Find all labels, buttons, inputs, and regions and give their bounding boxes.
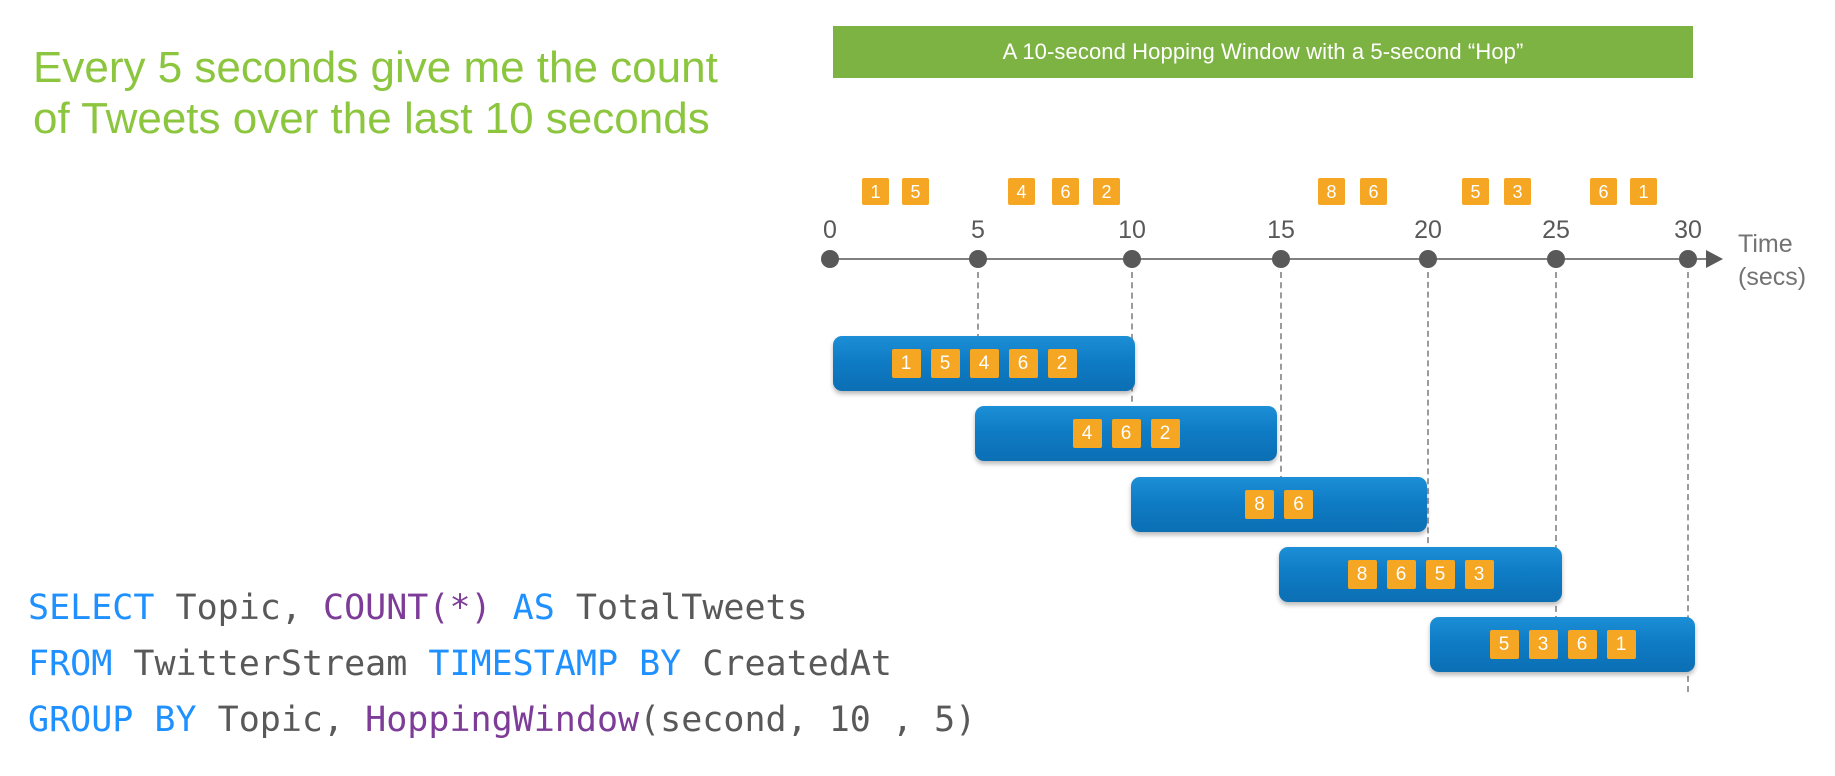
window-tweet-chip: 3 [1528,630,1558,659]
window-tweet-chip: 8 [1347,560,1377,589]
window-tweet-chip: 6 [1008,349,1038,378]
window-guide-line [977,272,979,340]
tweet-chip: 1 [1630,178,1657,205]
axis-tick-dot [1547,250,1565,268]
axis-tick-label: 10 [1118,216,1146,244]
tweet-chip: 2 [1093,178,1120,205]
axis-tick-dot [1419,250,1437,268]
window-tweet-chip: 6 [1386,560,1416,589]
window-tweet-chip: 6 [1111,419,1141,448]
axis-tick-dot [969,250,987,268]
sql-token: TotalTweets [554,588,808,628]
sql-token: HoppingWindow [365,700,640,740]
axis-tick-dot [1272,250,1290,268]
window-tweet-chip: 3 [1464,560,1494,589]
sql-token [492,588,513,628]
window-tweet-chip: 2 [1047,349,1077,378]
window-tweet-chip: 5 [1489,630,1519,659]
time-axis-caption: Time (secs) [1738,228,1806,294]
tweet-chip: 6 [1360,178,1387,205]
axis-tick-label: 20 [1414,216,1442,244]
sql-token: GROUP BY [28,700,197,740]
sql-line: FROM TwitterStream TIMESTAMP BY CreatedA… [28,636,976,692]
tweet-chip: 5 [1462,178,1489,205]
axis-tick-dot [1123,250,1141,268]
axis-tick-label: 25 [1542,216,1570,244]
axis-tick-label: 30 [1674,216,1702,244]
window-tweet-chip: 5 [1425,560,1455,589]
axis-tick-label: 15 [1267,216,1295,244]
sql-line: SELECT Topic, COUNT(*) AS TotalTweets [28,580,976,636]
window-guide-line [1427,272,1429,553]
window-tweet-chip: 2 [1150,419,1180,448]
tweet-chip: 6 [1052,178,1079,205]
tweet-chip: 6 [1590,178,1617,205]
axis-tick-label: 5 [971,216,985,244]
axis-label-unit: (secs) [1738,263,1807,291]
sql-line: GROUP BY Topic, HoppingWindow(second, 10… [28,692,976,748]
window-guide-line [1280,272,1282,482]
axis-tick-label: 0 [823,216,837,244]
window-tweet-chip: 4 [1072,419,1102,448]
axis-tick-dot [821,250,839,268]
page-title: Every 5 seconds give me the count of Twe… [33,43,731,143]
sql-token: AS [512,588,555,628]
window-tweet-chip: 1 [1606,630,1636,659]
tweet-chip: 4 [1008,178,1035,205]
sql-token: Topic, [154,588,324,628]
tweet-chip: 5 [902,178,929,205]
tweet-chip: 3 [1504,178,1531,205]
window-guide-line [1555,272,1557,622]
tweet-chip: 8 [1318,178,1345,205]
window-tweet-chip: 6 [1284,490,1313,519]
window-tweet-chip: 8 [1245,490,1274,519]
sql-token: FROM [28,644,113,684]
time-axis-line [828,258,1708,260]
sql-token: CreatedAt [681,644,892,684]
sql-token: Topic, [196,700,366,740]
window-guide-line [1687,272,1689,692]
diagram-title-banner: A 10-second Hopping Window with a 5-seco… [833,26,1693,78]
window-tweet-chip: 5 [930,349,960,378]
sql-token: SELECT [28,588,155,628]
axis-label-time: Time [1738,230,1793,258]
banner-label: A 10-second Hopping Window with a 5-seco… [1002,39,1524,64]
tweet-chip: 1 [862,178,889,205]
time-axis-arrow-icon [1706,250,1723,268]
window-tweet-chip: 6 [1567,630,1597,659]
sql-token: TIMESTAMP BY [428,644,682,684]
sql-token: TwitterStream [112,644,429,684]
window-tweet-chip: 4 [969,349,999,378]
window-tweet-chip: 1 [891,349,921,378]
sql-token: COUNT(*) [323,588,492,628]
sql-token: (second, 10 , 5) [639,700,977,740]
axis-tick-dot [1679,250,1697,268]
